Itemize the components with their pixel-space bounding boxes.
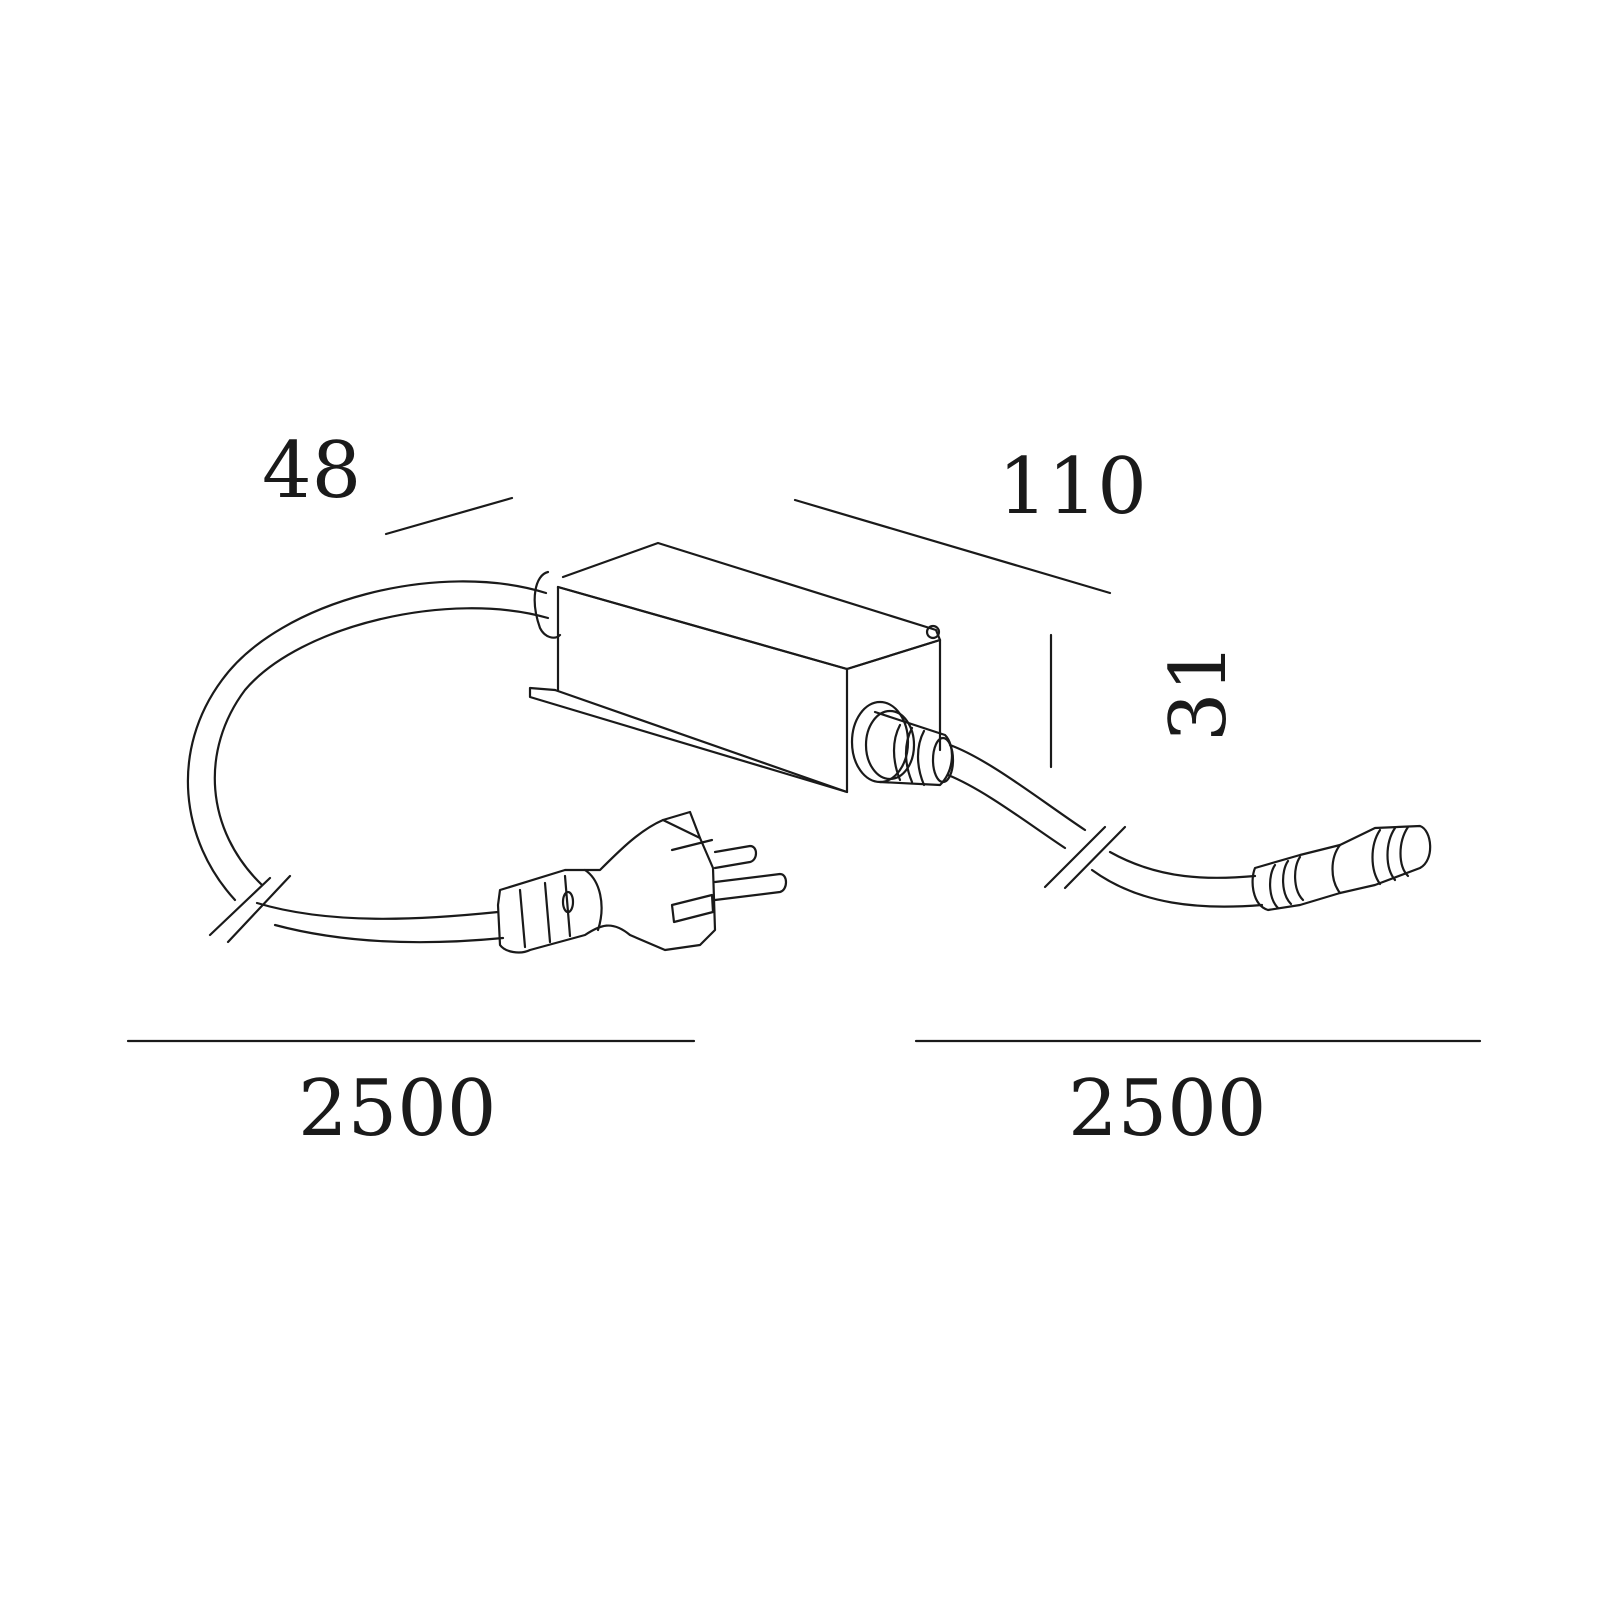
input-cable xyxy=(186,580,550,944)
width-dimension-label: 48 xyxy=(262,426,362,516)
cable-gland xyxy=(850,700,955,787)
output-connector xyxy=(1251,824,1432,912)
schuko-plug xyxy=(496,810,788,954)
length-dimension-label: 110 xyxy=(998,442,1147,532)
input-cable-length-label: 2500 xyxy=(298,1064,497,1154)
output-cable xyxy=(946,743,1264,908)
dim-line-length xyxy=(793,498,1112,595)
driver-housing xyxy=(528,541,942,794)
dim-line-width xyxy=(384,496,514,536)
height-dimension-label: 31 xyxy=(1154,642,1244,742)
output-cable-length-label: 2500 xyxy=(1068,1064,1267,1154)
dimension-lines xyxy=(126,496,1482,1043)
